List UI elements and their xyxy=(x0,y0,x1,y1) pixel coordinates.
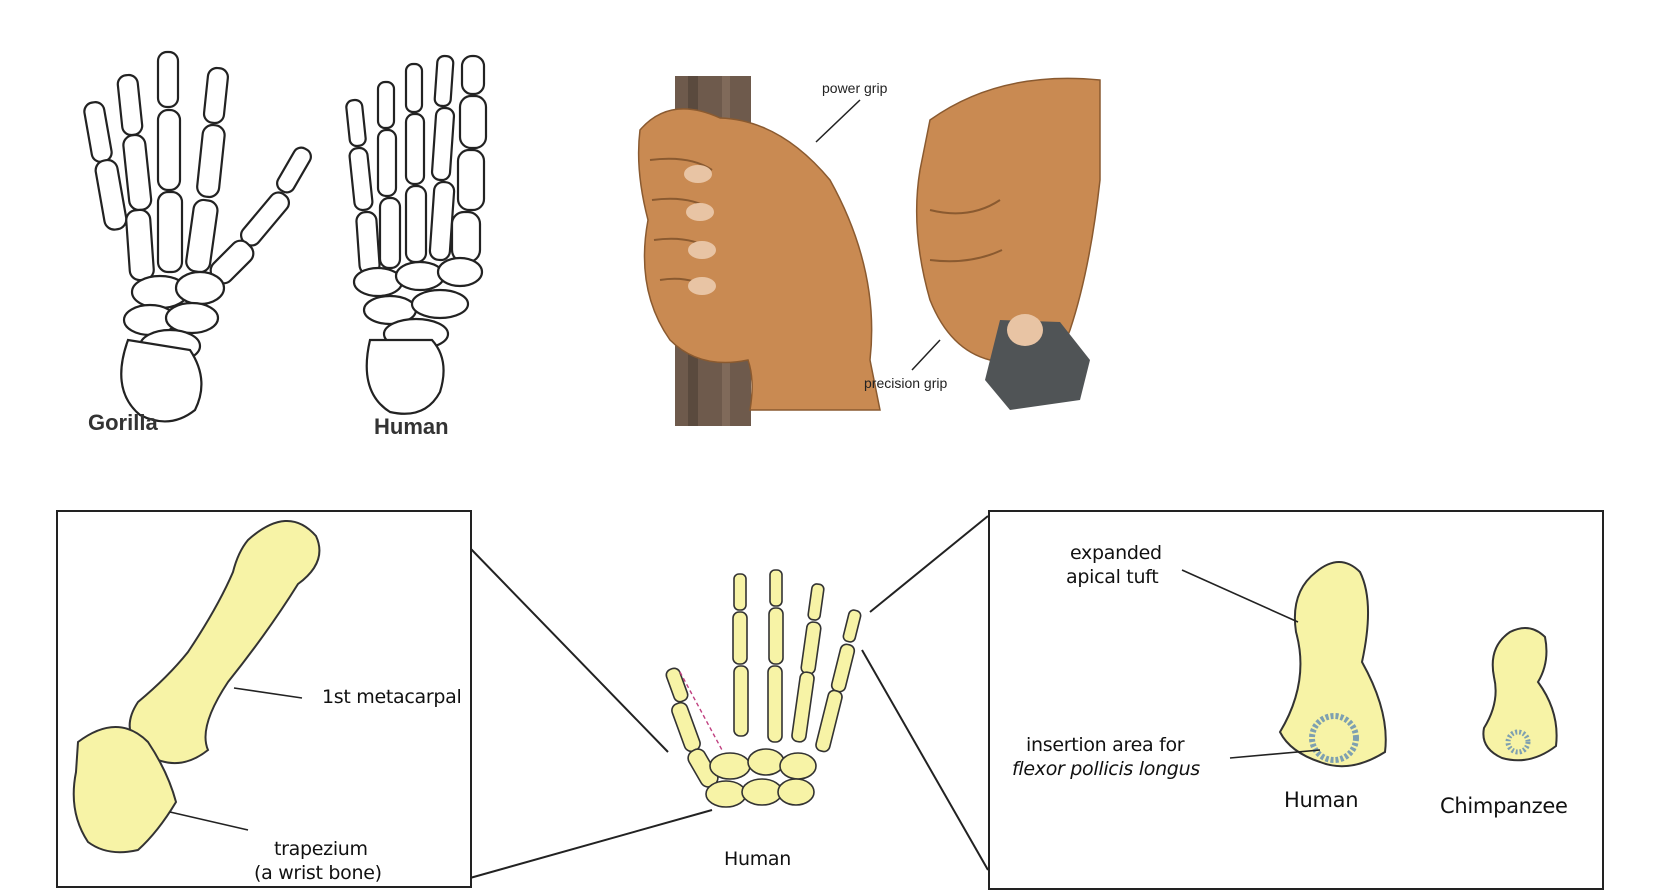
gorilla-label: Gorilla xyxy=(88,410,158,435)
human-hand-bones: Human xyxy=(650,560,880,880)
metacarpal-label: 1st metacarpal xyxy=(322,686,462,708)
phalanx-human-label: Human xyxy=(1284,788,1359,812)
insertion-label-line2: flexor pollicis longus xyxy=(1012,758,1200,780)
thumb-bones-icon xyxy=(72,520,321,854)
distal-phalanx-human-icon xyxy=(1181,561,1558,768)
trapezium-sub-label: (a wrist bone) xyxy=(254,862,382,884)
thumb-bones-panel: 1st metacarpal trapezium (a wrist bone) xyxy=(56,510,472,888)
insertion-label-line1: insertion area for xyxy=(1026,734,1185,756)
precision-grip-label: precision grip xyxy=(864,375,948,391)
phalanx-chimp-label: Chimpanzee xyxy=(1440,794,1568,818)
human-hand-label: Human xyxy=(724,848,792,870)
human-hand-bones-icon xyxy=(665,569,862,808)
skeleton-comparison: Gorilla Human xyxy=(40,20,540,460)
distal-phalanx-panel: expanded apical tuft insertion area for … xyxy=(988,510,1604,890)
power-grip-hand-icon xyxy=(637,76,1101,426)
tuft-label-line1: expanded xyxy=(1070,542,1162,564)
human-skeleton-label: Human xyxy=(374,414,449,439)
power-grip-label: power grip xyxy=(822,80,888,96)
grip-illustration: power grip precision grip xyxy=(630,60,1150,430)
gorilla-hand-skeleton-icon xyxy=(83,50,488,423)
tuft-label-line2: apical tuft xyxy=(1066,566,1159,588)
trapezium-label: trapezium xyxy=(274,838,368,860)
